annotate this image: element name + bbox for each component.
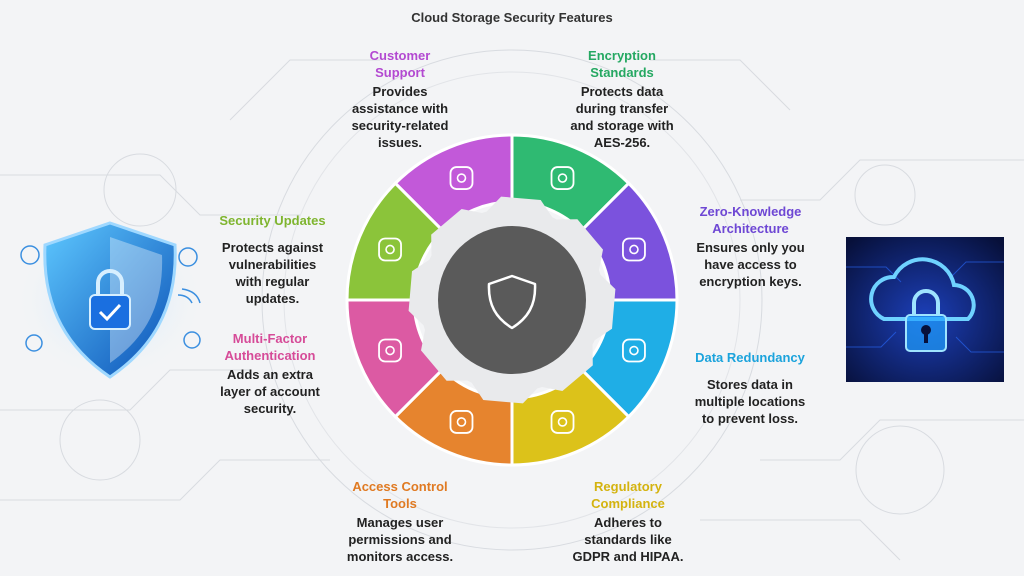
shield-outline-icon xyxy=(550,166,575,190)
feature-title: Access Control Tools xyxy=(352,479,448,511)
feature-encryption-standards: Encryption Standards Protects data durin… xyxy=(562,47,682,151)
feature-title: Customer Support xyxy=(369,48,431,80)
help-headset-icon xyxy=(449,166,474,190)
feature-description: Adheres to standards like GDPR and HIPAA… xyxy=(572,515,684,564)
feature-regulatory-compliance: Regulatory Compliance Adheres to standar… xyxy=(568,478,688,565)
sync-arrows-icon xyxy=(622,338,646,363)
shield-lock-illustration xyxy=(15,220,205,380)
feature-title: Encryption Standards xyxy=(588,48,656,80)
mfa-device-icon xyxy=(378,338,402,363)
feature-description: Protects data during transfer and storag… xyxy=(570,84,674,150)
feature-title: Zero-Knowledge Architecture xyxy=(699,204,802,236)
feature-title: Data Redundancy xyxy=(695,350,805,365)
page-title: Cloud Storage Security Features xyxy=(411,10,613,25)
feature-data-redundancy: Data Redundancy Stores data in multiple … xyxy=(680,349,820,427)
clipboard-check-icon xyxy=(550,410,575,434)
cloud-question-icon xyxy=(622,237,646,262)
feature-security-updates: Security Updates Protects against vulner… xyxy=(200,212,345,307)
shield-gear-icon xyxy=(378,237,402,262)
lock-icon xyxy=(449,410,474,434)
feature-title: Multi-Factor Authentication xyxy=(224,331,316,363)
feature-zero-knowledge: Zero-Knowledge Architecture Ensures only… xyxy=(683,203,818,290)
feature-description: Provides assistance with security-relate… xyxy=(351,84,449,150)
feature-description: Stores data in multiple locations to pre… xyxy=(694,377,806,426)
padlock-icon xyxy=(905,289,947,352)
feature-description: Adds an extra layer of account security. xyxy=(220,367,320,416)
feature-description: Manages user permissions and monitors ac… xyxy=(346,515,454,564)
shield-icon xyxy=(487,274,537,330)
cloud-lock-illustration xyxy=(846,237,1004,382)
feature-description: Ensures only you have access to encrypti… xyxy=(696,240,805,289)
feature-access-control: Access Control Tools Manages user permis… xyxy=(335,478,465,565)
center-hub xyxy=(438,226,586,374)
lock-icon xyxy=(89,269,131,330)
feature-title: Security Updates xyxy=(219,213,326,228)
feature-customer-support: Customer Support Provides assistance wit… xyxy=(345,47,455,151)
feature-description: Protects against vulnerabilities with re… xyxy=(221,240,324,306)
feature-multi-factor: Multi-Factor Authentication Adds an extr… xyxy=(205,330,335,417)
feature-title: Regulatory Compliance xyxy=(591,479,665,511)
